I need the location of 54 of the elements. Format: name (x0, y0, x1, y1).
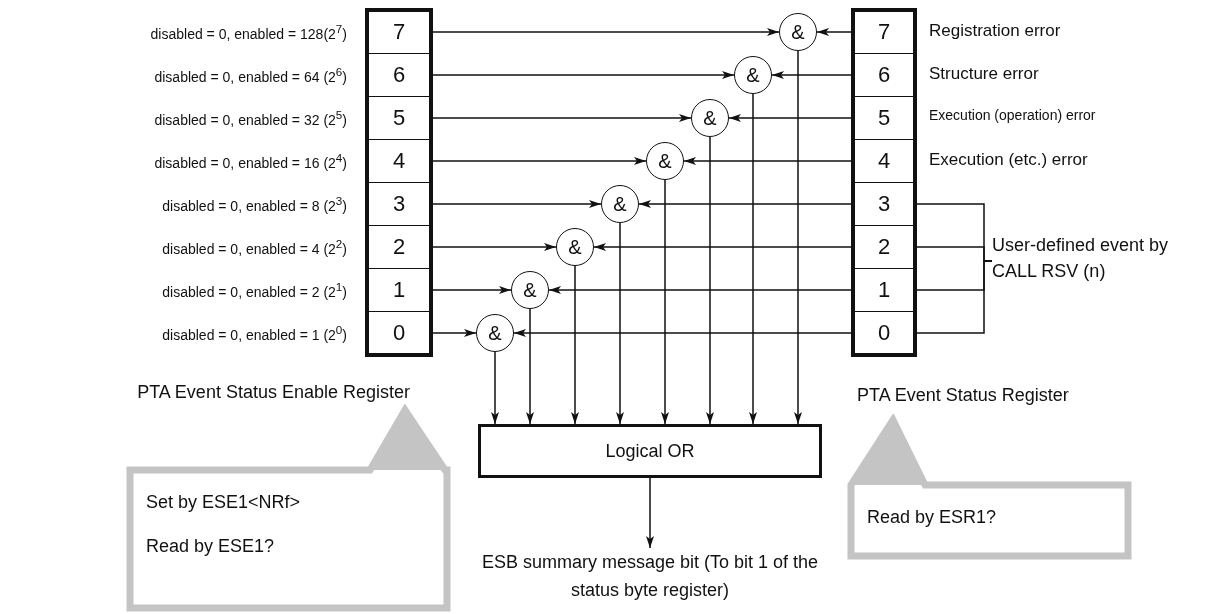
arrow (430, 114, 692, 122)
bit-description: Structure error (929, 64, 1039, 84)
bit-description: Execution (operation) error (929, 107, 1096, 123)
callout-text: Read by ESE1? (146, 536, 275, 557)
and-gate: & (556, 228, 594, 266)
bit-value-label: disabled = 0, enabled = 8 (2$^{3}$) (162, 194, 347, 214)
arrow (571, 265, 579, 425)
arrow (526, 308, 534, 425)
bit-value-label: disabled = 0, enabled = 32 (2$^{5}$) (154, 108, 347, 128)
callout-text: Set by ESE1<NRf> (146, 492, 301, 513)
bracket-line (914, 260, 993, 334)
register-title: PTA Event Status Enable Register (136, 382, 410, 403)
arrow (616, 222, 624, 425)
bit-value-label: disabled = 0, enabled = 1 (2$^{0}$) (162, 323, 347, 343)
arrow (430, 286, 512, 294)
arrow (491, 351, 499, 425)
arrow (430, 28, 780, 36)
and-gate: & (601, 185, 639, 223)
arrow (593, 243, 854, 251)
output-label: ESB summary message bit (To bit 1 of the status byte register) (470, 548, 830, 610)
arrow (771, 71, 854, 79)
bit-value-label: disabled = 0, enabled = 16 (2$^{4}$) (154, 151, 347, 171)
arrow (683, 157, 854, 165)
bit-description: Registration error (929, 21, 1061, 41)
bit-value-label: disabled = 0, enabled = 64 (2$^{6}$) (154, 65, 347, 85)
arrow (728, 114, 854, 122)
arrow (816, 28, 854, 36)
arrow (513, 329, 854, 337)
and-gate: & (734, 56, 772, 94)
arrow (430, 71, 735, 79)
bit-value-label: disabled = 0, enabled = 4 (2$^{2}$) (162, 237, 347, 257)
arrow (430, 157, 647, 165)
arrow (430, 329, 477, 337)
register-title: PTA Event Status Register (857, 385, 1070, 406)
arrow (548, 286, 854, 294)
and-gate: & (476, 314, 514, 352)
arrow (646, 477, 654, 549)
arrow (706, 136, 714, 425)
event-description: User-defined event by CALL RSV (n) (992, 226, 1182, 296)
and-gate: & (511, 271, 549, 309)
callout-text: Read by ESR1? (867, 507, 997, 528)
and-gate: & (646, 142, 684, 180)
and-gate: & (779, 13, 817, 51)
arrow (661, 179, 669, 425)
arrow (749, 93, 757, 425)
bit-description: Execution (etc.) error (929, 150, 1088, 170)
arrow (430, 243, 557, 251)
bit-value-label: disabled = 0, enabled = 2 (2$^{1}$) (162, 280, 347, 300)
bit-value-label: disabled = 0, enabled = 128(2$^{7}$) (150, 22, 347, 42)
and-gate: & (691, 99, 729, 137)
arrow (638, 200, 854, 208)
logic-or-box: Logical OR (478, 424, 822, 478)
arrow (794, 50, 802, 425)
arrow (430, 200, 602, 208)
